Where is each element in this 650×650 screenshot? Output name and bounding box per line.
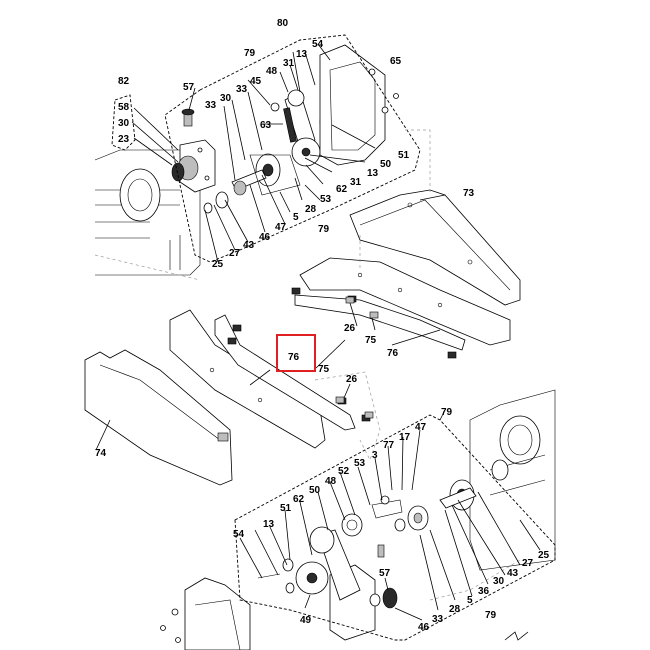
- callout-53: 53: [354, 458, 366, 469]
- callout-77: 77: [383, 440, 395, 451]
- callout-33: 33: [236, 84, 248, 95]
- leader-lines: [95, 43, 541, 621]
- callout-48: 48: [266, 66, 278, 77]
- callout-36: 36: [478, 586, 490, 597]
- callout-31: 31: [350, 177, 362, 188]
- callout-28: 28: [449, 604, 461, 615]
- assembly-outline-79-top: [164, 34, 421, 263]
- assembly-outline-79-bottom: [234, 414, 556, 641]
- callout-43: 43: [507, 568, 519, 579]
- callout-51: 51: [280, 503, 292, 514]
- arrow-symbol: [504, 631, 529, 641]
- cover-bottom: [160, 577, 251, 650]
- callout-30: 30: [493, 576, 505, 587]
- callout-80: 80: [277, 18, 289, 29]
- scraper-plate-75-right: [299, 257, 511, 346]
- callouts: 80 79 54 48 13 31 45 65 33 30 33 63 57 8…: [95, 18, 550, 633]
- callout-25: 25: [212, 259, 224, 270]
- callout-47: 47: [415, 422, 427, 433]
- callout-27: 27: [229, 248, 241, 259]
- callout-31: 31: [283, 58, 295, 69]
- callout-46: 46: [418, 622, 430, 633]
- callout-28: 28: [305, 204, 317, 215]
- callout-74: 74: [95, 448, 107, 459]
- callout-79: 79: [485, 610, 497, 621]
- callout-49: 49: [300, 615, 312, 626]
- callout-30: 30: [220, 93, 232, 104]
- callout-73: 73: [463, 188, 475, 199]
- callout-30: 30: [118, 118, 130, 129]
- upper-frame: [94, 149, 201, 281]
- lower-frame: [469, 389, 556, 571]
- callout-54: 54: [312, 39, 324, 50]
- callout-79: 79: [318, 224, 330, 235]
- callout-45: 45: [250, 76, 262, 87]
- callout-53: 53: [320, 194, 332, 205]
- belt-assembly-bottom: [257, 513, 363, 601]
- callout-76: 76: [387, 348, 399, 359]
- callout-25: 25: [538, 550, 550, 561]
- callout-33: 33: [205, 100, 217, 111]
- callout-47: 47: [275, 222, 287, 233]
- callout-50: 50: [380, 159, 392, 170]
- callout-43: 43: [243, 240, 255, 251]
- callout-5: 5: [467, 595, 473, 606]
- callout-57: 57: [183, 82, 195, 93]
- assembly-outline-82: [111, 94, 136, 151]
- callout-58: 58: [118, 102, 130, 113]
- callout-17: 17: [399, 432, 411, 443]
- clips-26: [335, 296, 379, 419]
- callout-33: 33: [432, 614, 444, 625]
- callout-26: 26: [344, 323, 356, 334]
- callout-76-highlighted: 76: [288, 352, 300, 363]
- bearing-housing-23: [171, 139, 216, 193]
- callout-57: 57: [379, 568, 391, 579]
- callout-13: 13: [263, 519, 275, 530]
- callout-62: 62: [336, 184, 348, 195]
- callout-75: 75: [318, 364, 330, 375]
- callout-51: 51: [398, 150, 410, 161]
- callout-48: 48: [325, 476, 337, 487]
- callout-54: 54: [233, 529, 245, 540]
- highlight-box: [276, 334, 316, 372]
- knob-57-top: [181, 108, 195, 127]
- callout-46: 46: [259, 232, 271, 243]
- callout-52: 52: [338, 466, 350, 477]
- callout-79: 79: [441, 407, 453, 418]
- callout-23: 23: [118, 134, 130, 145]
- callout-50: 50: [309, 485, 321, 496]
- callout-3: 3: [372, 450, 378, 461]
- callout-27: 27: [522, 558, 534, 569]
- callout-62: 62: [293, 494, 305, 505]
- side-cover-74: [84, 349, 233, 486]
- callout-63: 63: [260, 120, 272, 131]
- callout-5: 5: [293, 212, 299, 223]
- callout-82: 82: [118, 76, 130, 87]
- scraper-plate-75-left: [169, 309, 326, 449]
- callout-75: 75: [365, 335, 377, 346]
- guide-lines: [359, 129, 521, 601]
- cover-65: [319, 44, 399, 166]
- callout-13: 13: [296, 49, 308, 60]
- callout-13: 13: [367, 168, 379, 179]
- mid-frame-outline: [314, 371, 381, 461]
- guard-plate-73: [349, 189, 521, 306]
- shaft-assembly-top: [203, 153, 301, 214]
- callout-65: 65: [390, 56, 402, 67]
- callout-79: 79: [244, 48, 256, 59]
- shaft-assembly-bottom: [371, 479, 477, 532]
- callout-26: 26: [346, 374, 358, 385]
